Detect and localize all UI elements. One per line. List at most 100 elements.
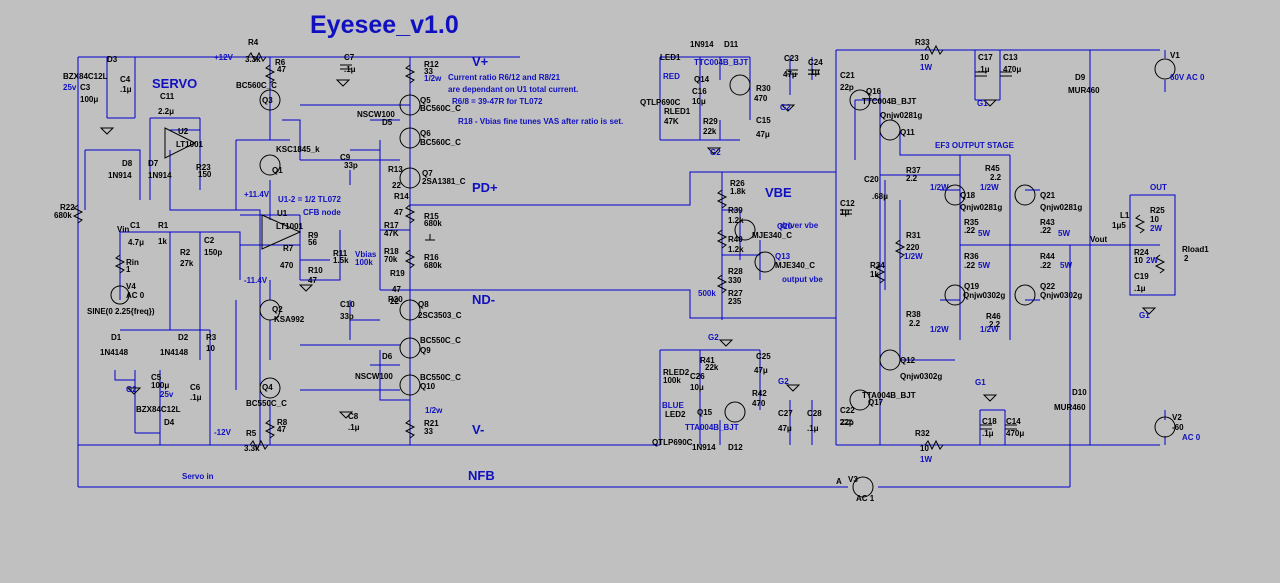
part-label-c19v: .1μ <box>1134 284 1146 293</box>
part-label-r46v: 2.2 <box>989 320 1001 329</box>
part-label-d5m: NSCW100 <box>357 110 395 119</box>
part-label-r37p: 1/2W <box>930 183 949 192</box>
part-label-d12m: 1N914 <box>692 443 716 452</box>
part-label-c12v: 1μ <box>840 208 849 217</box>
part-label-v3: V3 <box>848 475 858 484</box>
part-label-d8m: 1N914 <box>108 171 132 180</box>
part-label-d11m: 1N914 <box>690 40 714 49</box>
part-label-r39: R39 <box>728 206 743 215</box>
part-label-r23: R23 <box>196 163 211 172</box>
part-label-q22: Q22 <box>1040 282 1056 291</box>
part-label-r43v: .22 <box>1040 226 1052 235</box>
part-label-c14: C14 <box>1006 417 1021 426</box>
part-label-c23v: 47μ <box>783 70 797 79</box>
part-label-r44v: .22 <box>1040 261 1052 270</box>
part-label-r11: R11 <box>333 249 348 258</box>
part-label-g2d: G2 <box>708 333 719 342</box>
part-label-c3v: 100μ <box>80 95 98 104</box>
part-label-c11v: 2.2μ <box>158 107 174 116</box>
part-label-v3a: A <box>836 477 842 486</box>
part-label-q10: Q10 <box>420 382 436 391</box>
part-label-q10m: BC550C_C <box>420 373 461 382</box>
part-label-r38v: 2.2 <box>909 319 921 328</box>
part-label-r37v: 2.2 <box>906 174 918 183</box>
part-label-r45: R45 <box>985 164 1000 173</box>
part-label-r9v: 56 <box>308 238 317 247</box>
part-label-d2: D2 <box>178 333 189 342</box>
part-label-rled1: RLED1 <box>664 107 691 116</box>
annotation-note: Current ratio R6/12 and R8/21 <box>448 73 561 82</box>
part-label-c5p: 25v <box>160 390 174 399</box>
out-section-label: OUT <box>1150 183 1167 192</box>
annotation-note: are dependant on U1 total current. <box>448 85 578 94</box>
part-label-l1: L1 <box>1120 211 1130 220</box>
part-label-r6: R6 <box>275 58 286 67</box>
part-label-r10v: 47 <box>308 276 317 285</box>
part-label-r36v: .22 <box>964 261 976 270</box>
part-label-rinv: 1 <box>126 265 131 274</box>
part-label-v2: V2 <box>1172 413 1182 422</box>
part-label-v1: V1 <box>1170 51 1180 60</box>
part-label-r3v: 10 <box>206 344 215 353</box>
part-label-c5v: 100μ <box>151 381 169 390</box>
part-label-r24p: 2W <box>1146 256 1158 265</box>
part-label-c7: C7 <box>344 53 355 62</box>
part-label-q3m: BC560C_C <box>236 81 277 90</box>
part-label-r41: R41 <box>700 356 715 365</box>
part-label-q2m: KSA992 <box>274 315 305 324</box>
part-label-r26: R26 <box>730 179 745 188</box>
part-label-c15v: 47μ <box>756 130 770 139</box>
part-label-r18v: 70k <box>384 255 398 264</box>
part-label-blue: BLUE <box>662 401 684 410</box>
part-label-q2: Q2 <box>272 305 283 314</box>
part-label-r27p: 500k <box>698 289 716 298</box>
part-label-r34: R34 <box>870 261 885 270</box>
part-label-r40v: 1.2k <box>728 245 744 254</box>
part-label-r3: R3 <box>206 333 217 342</box>
part-label-r16: R16 <box>424 253 439 262</box>
part-label-r6v: 47 <box>277 65 286 74</box>
part-label-c5: C5 <box>151 373 162 382</box>
part-label-c16: C16 <box>692 87 707 96</box>
part-label-r38: R38 <box>906 310 921 319</box>
rail-vminus-label: V- <box>472 422 484 437</box>
part-label-r32p: 1W <box>920 455 932 464</box>
part-label-c6: C6 <box>190 383 201 392</box>
part-label-r31p: 1/2W <box>904 252 923 261</box>
part-label-r20: R20 <box>388 295 403 304</box>
part-label-r44: R44 <box>1040 252 1055 261</box>
part-label-c1v: 4.7μ <box>128 238 144 247</box>
part-label-q21: Q21 <box>1040 191 1056 200</box>
part-label-d4: D4 <box>164 418 175 427</box>
part-label-rload1: Rload1 <box>1182 245 1209 254</box>
part-label-r42: R42 <box>752 389 767 398</box>
annotation-note: driver vbe <box>780 221 819 230</box>
part-label-c10: C10 <box>340 300 355 309</box>
part-label-r45p: 1/2W <box>980 183 999 192</box>
part-label-r21: R21 <box>424 419 439 428</box>
part-label-r18: R18 <box>384 247 399 256</box>
part-label-r7v: 470 <box>280 261 294 270</box>
part-label-r16v: 680k <box>424 261 442 270</box>
part-label-rled1v: 47K <box>664 117 679 126</box>
part-label-v3m: AC 1 <box>856 494 875 503</box>
component-symbols <box>72 44 1176 498</box>
part-label-c26v: 10μ <box>690 383 704 392</box>
part-label-q1m: KSC1845_k <box>276 145 320 154</box>
part-label-r32: R32 <box>915 429 930 438</box>
part-label-r2: R2 <box>180 248 191 257</box>
annotation-note: U1-2 = 1/2 TL072 <box>278 195 341 204</box>
part-label-q15m: TTA004B_BJT <box>685 423 739 432</box>
part-label-r22v: 680k <box>54 211 72 220</box>
part-label-r33v: 10 <box>920 53 929 62</box>
part-label-vin: Vin <box>117 225 129 234</box>
part-label-d5: D5 <box>382 118 393 127</box>
part-label-r41v: 22k <box>705 363 719 372</box>
part-label-c6v: .1μ <box>190 393 202 402</box>
part-label-led1: LED1 <box>660 53 681 62</box>
part-label-r12p: 1/2w <box>424 74 442 83</box>
part-label-c20: C20 <box>864 175 879 184</box>
part-label-r35: R35 <box>964 218 979 227</box>
part-label-r31: R31 <box>906 231 921 240</box>
